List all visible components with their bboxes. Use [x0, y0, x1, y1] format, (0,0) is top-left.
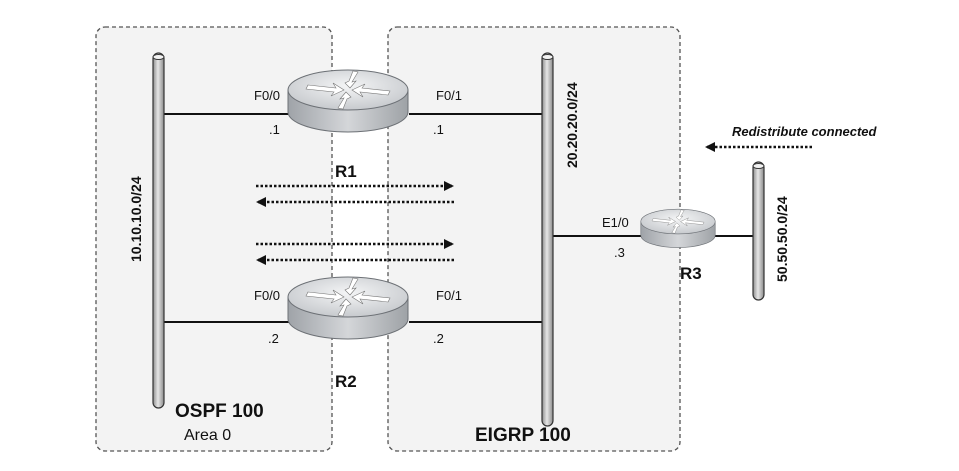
eigrp-area-box: [387, 26, 681, 452]
r3-addr-left: .3: [614, 245, 625, 260]
router-r1-icon: [287, 69, 409, 133]
redistribute-label: Redistribute connected: [732, 124, 878, 139]
eigrp-area-title: EIGRP 100: [475, 425, 571, 446]
r1-addr-left: .1: [269, 122, 280, 137]
bus-net-50: [752, 161, 765, 301]
bus-net-10: [152, 52, 165, 409]
r3-if-left: E1/0: [602, 215, 629, 230]
r2-name: R2: [335, 372, 357, 391]
bus-net-20: [541, 52, 554, 427]
r2-addr-right: .2: [433, 331, 444, 346]
r1-if-right: F0/1: [436, 88, 462, 103]
router-r3-icon: [640, 208, 716, 248]
r3-name: R3: [680, 264, 702, 283]
net-10-label: 10.10.10.0/24: [128, 176, 144, 262]
net-50-label: 50.50.50.0/24: [774, 196, 790, 282]
ospf-area-subtitle: Area 0: [184, 427, 231, 444]
r1-name: R1: [335, 162, 357, 181]
r1-if-left: F0/0: [254, 88, 280, 103]
ospf-area-title: OSPF 100: [175, 401, 264, 422]
router-r2-icon: [287, 276, 409, 340]
r2-if-left: F0/0: [254, 288, 280, 303]
r2-addr-left: .2: [268, 331, 279, 346]
r1-addr-right: .1: [433, 122, 444, 137]
net-20-label: 20.20.20.0/24: [564, 82, 580, 168]
r2-if-right: F0/1: [436, 288, 462, 303]
